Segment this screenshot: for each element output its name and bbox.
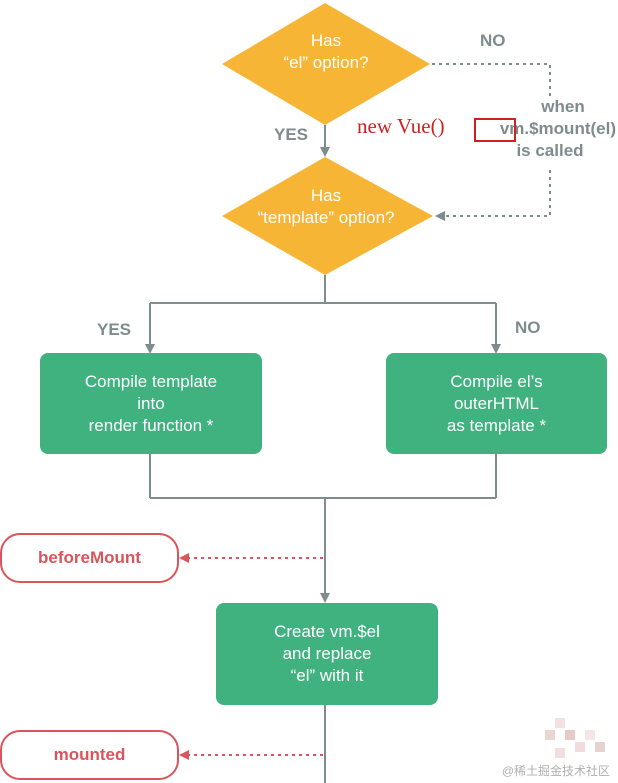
compile-template-line1: Compile template <box>84 371 218 391</box>
decision-el-diamond <box>222 3 430 125</box>
decision-el-text: Has “el” option? <box>236 30 416 74</box>
compile-template-box: Compile template into render function * <box>40 353 262 454</box>
compile-template-line2: into <box>137 393 165 413</box>
decision-template-text: Has “template” option? <box>226 185 426 229</box>
compile-el-box: Compile el’s outerHTML as template * <box>386 353 607 454</box>
yes-label-top: YES <box>274 125 309 144</box>
no-dotted-connector-lower <box>435 170 551 221</box>
no-label-top: NO <box>480 31 506 50</box>
vm-highlight-box <box>474 118 516 142</box>
decision-el-line1: Has <box>310 31 342 50</box>
pixel-mosaic <box>545 718 615 766</box>
create-el-line2: and replace <box>282 644 372 663</box>
compile-el-line3: as template * <box>446 415 547 435</box>
compile-template-line3: render function * <box>88 415 214 435</box>
compile-el-line1: Compile el’s <box>450 371 543 391</box>
before-mount-hook: beforeMount <box>0 533 179 583</box>
decision-template-line1: Has <box>310 186 342 205</box>
watermark: @稀土掘金技术社区 <box>501 764 610 778</box>
create-vm-el-box: Create vm.$el and replace “el” with it <box>216 603 438 705</box>
no-dotted-connector <box>432 63 551 96</box>
mounted-hook: mounted <box>0 730 179 780</box>
when-mount-note: when vm.$mount(el) is called <box>476 96 616 162</box>
no-label-right: NO <box>515 318 541 337</box>
new-vue-annotation: new Vue() <box>357 114 445 138</box>
compile-el-line2: outerHTML <box>453 393 539 413</box>
when-line3: is called <box>516 141 584 160</box>
create-el-line1: Create vm.$el <box>274 622 380 641</box>
yes-label-left: YES <box>97 320 132 339</box>
create-el-line3: “el” with it <box>290 666 364 685</box>
when-line1: when <box>541 97 585 116</box>
decision-el-line2: “el” option? <box>283 53 369 72</box>
when-line2: vm.$mount(el) <box>499 119 616 138</box>
decision-template-diamond <box>222 157 433 275</box>
decision-template-line2: “template” option? <box>257 208 395 227</box>
